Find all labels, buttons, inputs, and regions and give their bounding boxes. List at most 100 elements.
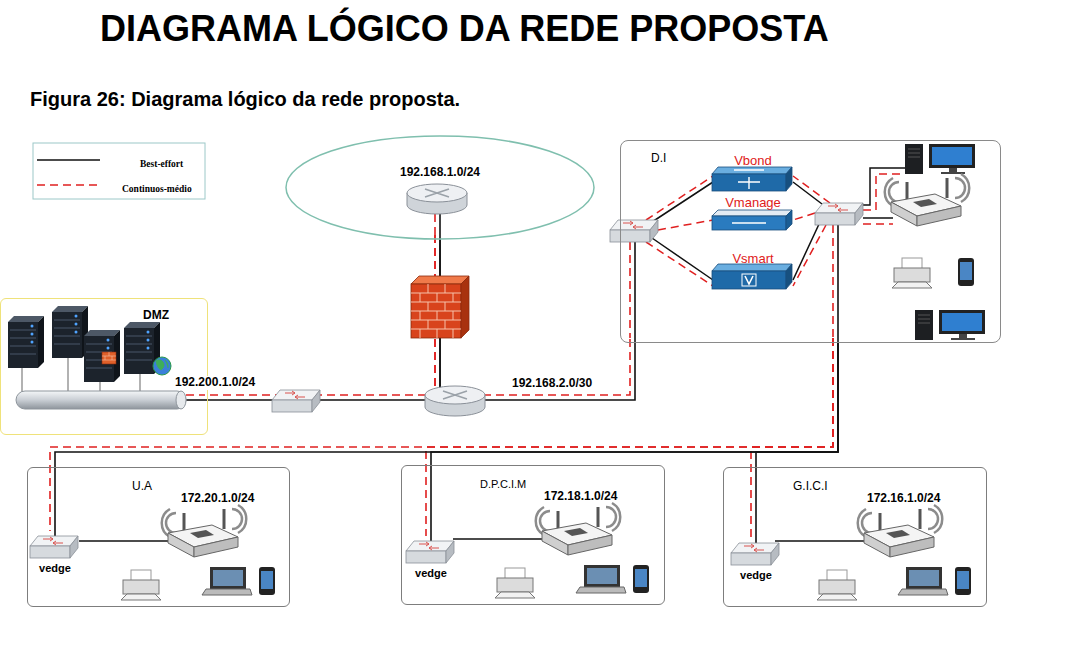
vmanage-controller-icon <box>712 210 792 230</box>
firewall-symbol <box>411 284 461 338</box>
dmz-servers <box>153 357 171 375</box>
legend-sample-continuous <box>37 184 100 186</box>
best-effort-link <box>756 343 838 543</box>
dmz-servers <box>84 330 120 382</box>
continuous-medium-line <box>426 338 833 536</box>
dmz-servers <box>156 360 168 370</box>
cloud-router <box>407 184 467 240</box>
site-devices <box>453 503 649 598</box>
core-router <box>425 386 485 416</box>
node-text-anchor: 172.16.1.0/24 <box>867 488 940 506</box>
site-devices <box>453 503 649 598</box>
node-label: DMZ <box>143 309 169 323</box>
figure-caption-anchor: Figura 26: Diagrama lógico da rede propo… <box>30 88 460 111</box>
di-network <box>837 225 839 342</box>
best-effort-link <box>55 343 838 536</box>
node-label: Vsmart <box>732 252 773 267</box>
vsmart-controller-icon <box>712 264 792 289</box>
vedge-router-icon <box>731 543 779 565</box>
vedge-router: vedge <box>30 536 80 572</box>
node-label: U.A <box>132 480 152 494</box>
dmz-servers <box>176 391 186 409</box>
vedge-router: vedge <box>731 543 781 579</box>
vsmart-controller: Vsmart <box>711 249 795 291</box>
legend-box <box>33 143 205 199</box>
di-network <box>815 203 863 225</box>
diagram-title: DIAGRAMA LÓGICO DA REDE PROPOSTA <box>100 8 829 49</box>
node-label: 172.18.1.0/24 <box>544 490 617 504</box>
network-ellipse-outline <box>286 136 594 239</box>
node-text-anchor: Vbond <box>711 151 795 169</box>
network-ellipse-outline <box>285 135 595 240</box>
node-text-anchor: G.I.C.I <box>793 476 828 494</box>
node-text-anchor: 172.18.1.0/24 <box>544 486 617 504</box>
node-text-anchor: 172.20.1.0/24 <box>181 488 254 506</box>
site-zone: vedge D.P.C.I.M 172.18.1.0/24 <box>401 465 665 605</box>
node-label: vedge <box>740 569 772 582</box>
vmanage-controller-icon <box>712 210 792 230</box>
firewall-symbol <box>411 276 469 338</box>
node-label: G.I.C.I <box>793 480 828 494</box>
di-network <box>652 182 822 280</box>
dmz-zone: DMZ <box>0 298 208 435</box>
node-label: 192.168.1.0/24 <box>400 166 480 180</box>
site-zone: vedge U.A 172.20.1.0/24 <box>27 467 290 607</box>
cloud-router <box>407 184 467 214</box>
vbond-controller: Vbond <box>711 151 795 191</box>
node-text-anchor: D.P.C.I.M <box>480 474 526 492</box>
site-devices <box>259 567 275 595</box>
dmz-servers <box>102 352 116 364</box>
node-text-anchor: vedge <box>406 563 456 581</box>
vbond-controller-icon <box>712 167 792 191</box>
legend-label: Continuos-médio <box>122 184 192 195</box>
continuous-medium-line <box>751 338 833 538</box>
site-devices <box>79 540 169 542</box>
legend-label-anchor: Continuos-médio <box>122 178 192 196</box>
site-devices <box>775 505 971 600</box>
site-zone: vedge G.I.C.I 172.16.1.0/24 <box>723 467 987 607</box>
vbond-controller-icon <box>712 167 792 191</box>
di-network <box>629 242 631 338</box>
vmanage-controller: Vmanage <box>711 193 795 231</box>
vedge-router-icon <box>731 543 779 565</box>
node-text-anchor: vedge <box>731 565 781 583</box>
di-network <box>832 225 834 338</box>
core-router <box>425 386 485 416</box>
dmz-servers <box>52 306 88 358</box>
node-label: D.I <box>651 152 666 166</box>
dmz-servers <box>16 391 186 409</box>
firewall-symbol <box>411 284 461 338</box>
dmz-servers <box>102 352 116 360</box>
best-effort-link <box>440 240 635 400</box>
cloud-router <box>439 214 441 240</box>
dmz-servers <box>8 316 44 368</box>
dmz-switch <box>272 390 320 412</box>
site-devices <box>79 505 275 600</box>
continuous-medium-line <box>435 235 630 395</box>
legend-sample-continuous <box>37 185 100 186</box>
di-network <box>905 144 975 174</box>
node-label: 172.20.1.0/24 <box>181 492 254 506</box>
firewall-symbol <box>411 276 469 284</box>
dmz-servers <box>8 306 208 409</box>
node-text-anchor: U.A <box>132 476 152 494</box>
node-text-anchor: 192.168.1.0/24 <box>285 162 595 180</box>
vedge-router-icon <box>30 536 78 558</box>
node-text-anchor: D.I <box>651 148 666 166</box>
node-label: 172.16.1.0/24 <box>867 492 940 506</box>
di-network <box>958 258 974 286</box>
node-text-anchor: DMZ <box>143 305 169 323</box>
site-devices <box>162 505 247 557</box>
di-network <box>892 258 932 288</box>
di-zone: VbondVmanageVsmart D.I <box>620 140 1001 343</box>
diagram-title-anchor: DIAGRAMA LÓGICO DA REDE PROPOSTA <box>100 8 829 49</box>
node-text-anchor: vedge <box>30 558 80 576</box>
cloud-router <box>434 214 436 236</box>
dmz-servers <box>186 399 208 401</box>
legend-sample-best-effort <box>37 159 100 161</box>
vedge-router-icon <box>30 536 78 558</box>
best-effort-link <box>431 343 838 541</box>
network-address-label-anchor: 192.200.1.0/24 <box>173 372 257 390</box>
node-label: vedge <box>39 562 71 575</box>
